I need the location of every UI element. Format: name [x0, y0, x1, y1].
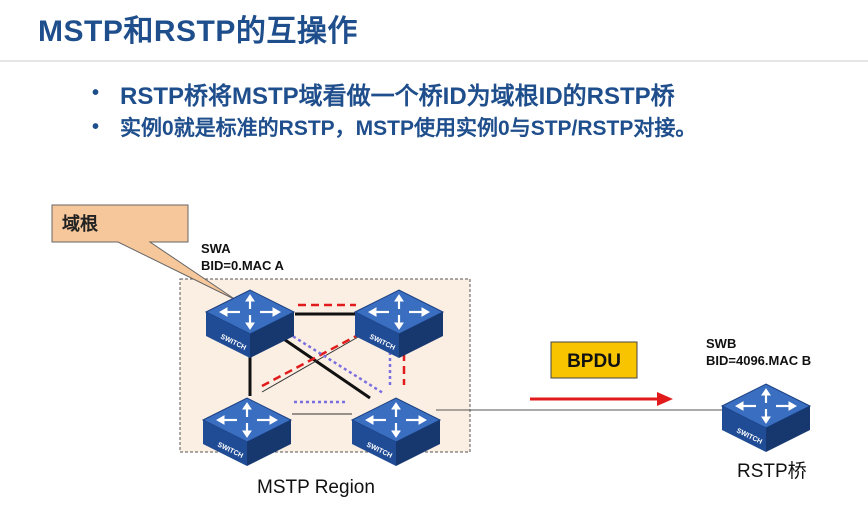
region-label: MSTP Region [257, 477, 375, 498]
bullet-dot-icon: • [92, 116, 100, 138]
bpdu-arrow-icon [530, 392, 673, 406]
bullet-dot-icon: • [92, 82, 100, 104]
bpdu-label: BPDU [567, 351, 621, 372]
region-links [248, 312, 728, 415]
root-callout [51, 204, 237, 301]
switch-swb-icon: SWITCH [720, 382, 812, 454]
callout-label: 域根 [62, 213, 98, 234]
bullet-text: 实例0就是标准的RSTP，MSTP使用实例0与STP/RSTP对接。 [120, 117, 697, 140]
rstp-bridge-label: RSTP桥 [737, 460, 807, 482]
title-divider [0, 60, 868, 62]
bullet-text: RSTP桥将MSTP域看做一个桥ID为域根ID的RSTP桥 [120, 83, 675, 110]
bpdu-box [550, 341, 638, 379]
swa-name: SWA [201, 241, 231, 256]
swa-bid: BID=0.MAC A [201, 258, 285, 273]
swb-bid: BID=4096.MAC B [706, 353, 811, 368]
swb-name: SWB [706, 336, 736, 351]
page-title: MSTP和RSTP的互操作 [38, 15, 358, 48]
